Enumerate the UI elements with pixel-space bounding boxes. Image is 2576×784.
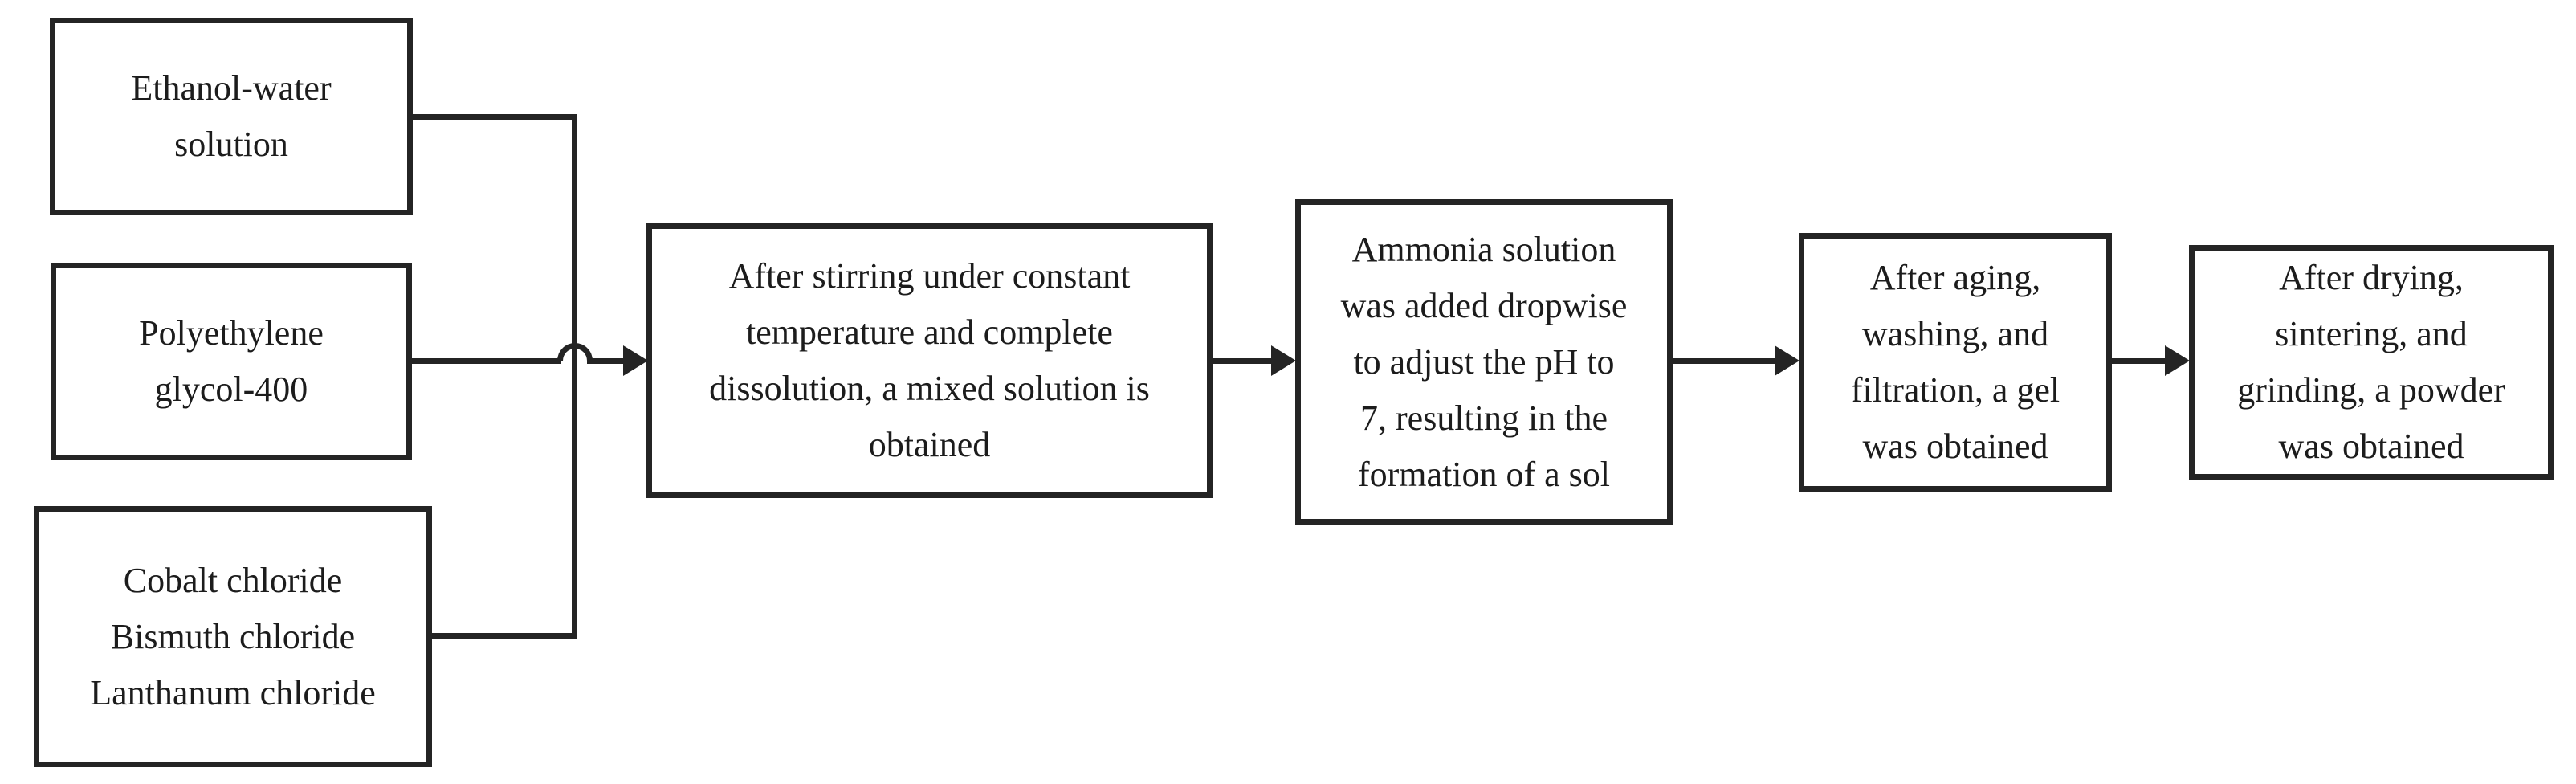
connector-merge-trunk <box>572 114 577 639</box>
node-ammonia-sol-formation: Ammonia solution was added dropwise to a… <box>1295 199 1673 525</box>
arrow-head-icon <box>1271 345 1296 376</box>
connector-ethanol-to-trunk <box>413 114 577 120</box>
connector-gel-to-powder <box>2112 358 2169 364</box>
node-label: Polyethylene glycol-400 <box>139 313 324 409</box>
arrow-head-icon <box>1775 345 1800 376</box>
line-jump-arc-icon <box>557 343 593 361</box>
node-metal-chlorides: Cobalt chloride Bismuth chloride Lanthan… <box>34 506 432 767</box>
connector-peg-to-stirring-right <box>587 358 627 364</box>
node-gel-obtained: After aging, washing, and filtration, a … <box>1799 233 2112 492</box>
connector-peg-to-stirring-left <box>412 358 561 364</box>
node-stirring-mixed-solution: After stirring under constant temperatur… <box>646 223 1213 498</box>
node-label: Ethanol-water solution <box>131 68 332 164</box>
connector-chlorides-to-trunk <box>432 633 577 639</box>
node-label: Ammonia solution was added dropwise to a… <box>1340 229 1628 494</box>
node-powder-obtained: After drying, sintering, and grinding, a… <box>2189 245 2554 480</box>
arrow-head-icon <box>2165 345 2190 376</box>
connector-ammonia-to-gel <box>1673 358 1779 364</box>
node-ethanol-water-solution: Ethanol-water solution <box>50 18 413 215</box>
arrow-head-icon <box>623 345 648 376</box>
node-polyethylene-glycol: Polyethylene glycol-400 <box>51 263 412 460</box>
connector-stirring-to-ammonia <box>1213 358 1275 364</box>
node-label: After aging, washing, and filtration, a … <box>1850 258 2060 466</box>
node-label: After drying, sintering, and grinding, a… <box>2237 258 2505 466</box>
node-label: Cobalt chloride Bismuth chloride Lanthan… <box>90 560 376 713</box>
node-label: After stirring under constant temperatur… <box>709 256 1150 464</box>
